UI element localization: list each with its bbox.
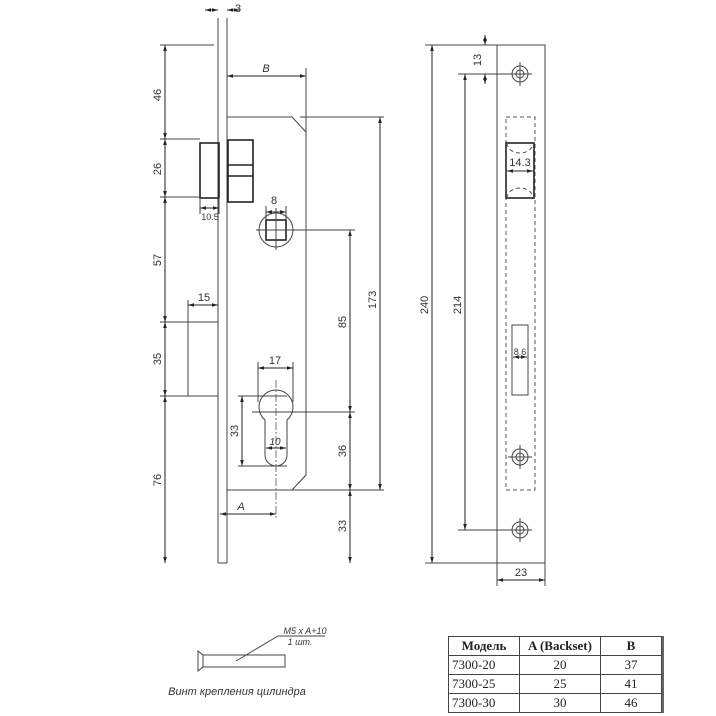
latch-bolt [199,142,220,199]
side-view: 3 B 46 26 57 35 76 10.5 8 15 85 36 33 17… [152,3,384,564]
lock-case [227,116,307,491]
cell-model: 7300-25 [448,674,520,694]
table-row: 7300-25 25 41 [448,674,662,694]
screw-spec: M5 x A+10 [284,626,327,636]
dim-8: 8 [271,195,277,207]
screw-hole-icon [508,518,532,542]
dim-8-6: 8.6 [514,347,527,357]
latch-body [227,139,254,203]
cell-model: 7300-20 [448,655,520,675]
dim-10-5: 10.5 [201,212,219,222]
dim-17: 17 [269,355,281,367]
dim-backset-a: A [236,501,244,513]
dim-plate-thickness: 3 [235,3,241,15]
latch-window [505,142,535,199]
dim-36: 36 [337,445,349,457]
bolt-window [511,324,529,396]
dim-240: 240 [419,296,431,314]
case-outline-hidden [505,116,536,491]
header-b: B [600,636,662,656]
faceplate [496,44,546,564]
table-row: 7300-20 20 37 [448,655,662,675]
cell-b: 46 [600,693,662,713]
dim-10: 10 [269,437,281,448]
cell-b: 41 [600,674,662,694]
dim-33-bottom: 33 [337,520,349,532]
cell-a: 20 [519,655,601,675]
dim-13: 13 [472,54,484,66]
cylinder-cutout [258,389,294,467]
dim-15: 15 [198,292,210,304]
screw-hole-icon [508,445,532,469]
dim-23: 23 [515,567,527,579]
header-model: Модель [448,636,520,656]
table-row: 7300-30 30 46 [448,693,662,713]
dim-backset-b: B [262,63,269,75]
cell-b: 37 [600,655,662,675]
cell-model: 7300-30 [448,693,520,713]
header-backset-a: A (Backset) [519,636,601,656]
cell-a: 25 [519,674,601,694]
dim-57: 57 [152,254,164,266]
dim-46: 46 [152,89,164,101]
screw-hole-icon [508,62,532,86]
screw-qty: 1 шт. [288,637,313,647]
cell-a: 30 [519,693,601,713]
dim-35: 35 [152,353,164,365]
dim-33-cylinder: 33 [229,425,241,437]
dim-173: 173 [367,291,379,309]
dim-85: 85 [337,316,349,328]
dim-214: 214 [452,296,464,314]
front-view: 240 214 13 14.3 8.6 23 [419,35,546,586]
screw-caption: Винт крепления цилиндра [168,686,306,698]
dim-26: 26 [152,163,164,175]
cylinder-screw: M5 x A+10 1 шт. Винт крепления цилиндра [168,626,326,698]
model-table: Модель A (Backset) B 7300-20 20 37 7300-… [448,636,662,713]
dim-14-3: 14.3 [509,157,530,169]
dim-76: 76 [152,474,164,486]
